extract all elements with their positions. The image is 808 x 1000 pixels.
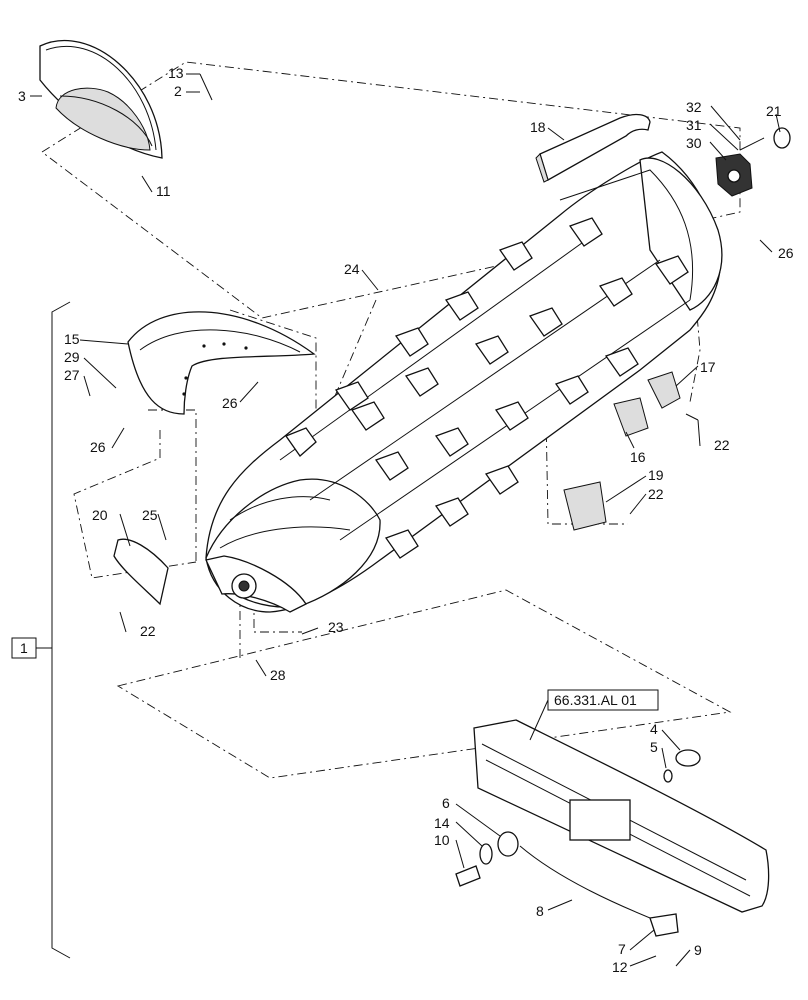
reference-box-text[interactable]: 66.331.AL 01 [554, 692, 637, 708]
callout-26a: 26 [778, 245, 794, 261]
callout-15: 15 [64, 331, 80, 347]
side-shields-16-17-19 [563, 371, 681, 531]
callout-23: 23 [328, 619, 344, 635]
callout-20: 20 [92, 507, 108, 523]
callout-4: 4 [650, 721, 658, 737]
assembly-bracket-part-1 [11, 301, 71, 959]
callout-24: 24 [344, 261, 360, 277]
callout-3: 3 [18, 88, 26, 104]
callout-26b: 26 [222, 395, 238, 411]
callout-27: 27 [64, 367, 80, 383]
callout-box-1 [11, 637, 37, 659]
callout-19: 19 [648, 467, 664, 483]
callout-6: 6 [442, 795, 450, 811]
callout-10: 10 [434, 832, 450, 848]
callout-17: 17 [700, 359, 716, 375]
paddle-row [284, 217, 689, 559]
callout-22a: 22 [714, 437, 730, 453]
callout-30: 30 [686, 135, 702, 151]
callout-labels: 1 2 3 4 5 6 7 8 9 10 11 12 13 14 15 16 1… [18, 65, 794, 975]
callout-12: 12 [612, 959, 628, 975]
callout-11: 11 [156, 183, 171, 199]
lower-assembly [455, 719, 770, 937]
callout-8: 8 [536, 903, 544, 919]
callout-14: 14 [434, 815, 450, 831]
callout-32: 32 [686, 99, 702, 115]
callout-29: 29 [64, 349, 80, 365]
small-plate-part-20 [113, 538, 169, 606]
rotor-drum [205, 151, 723, 613]
drive-hub-parts-21-30-31-32 [715, 127, 791, 197]
callout-9: 9 [694, 942, 702, 958]
curved-shield-part-15 [127, 311, 316, 415]
reference-box[interactable]: 66.331.AL 01 [529, 689, 659, 741]
leader-lines [30, 73, 781, 967]
top-bracket-part-18 [535, 113, 651, 183]
cone-shield-part-3 [39, 39, 163, 159]
callout-28: 28 [270, 667, 286, 683]
callout-31: 31 [686, 117, 702, 133]
left-bearing-hub [205, 555, 307, 613]
callout-1: 1 [20, 640, 28, 656]
callout-7: 7 [618, 941, 626, 957]
callout-18: 18 [530, 119, 546, 135]
callout-21: 21 [766, 103, 782, 119]
callout-16: 16 [630, 449, 646, 465]
callout-22b: 22 [648, 486, 664, 502]
callout-2: 2 [174, 83, 182, 99]
callout-13: 13 [168, 65, 184, 81]
callout-26c: 26 [90, 439, 106, 455]
callout-5: 5 [650, 739, 658, 755]
callout-25: 25 [142, 507, 158, 523]
callout-22c: 22 [140, 623, 156, 639]
